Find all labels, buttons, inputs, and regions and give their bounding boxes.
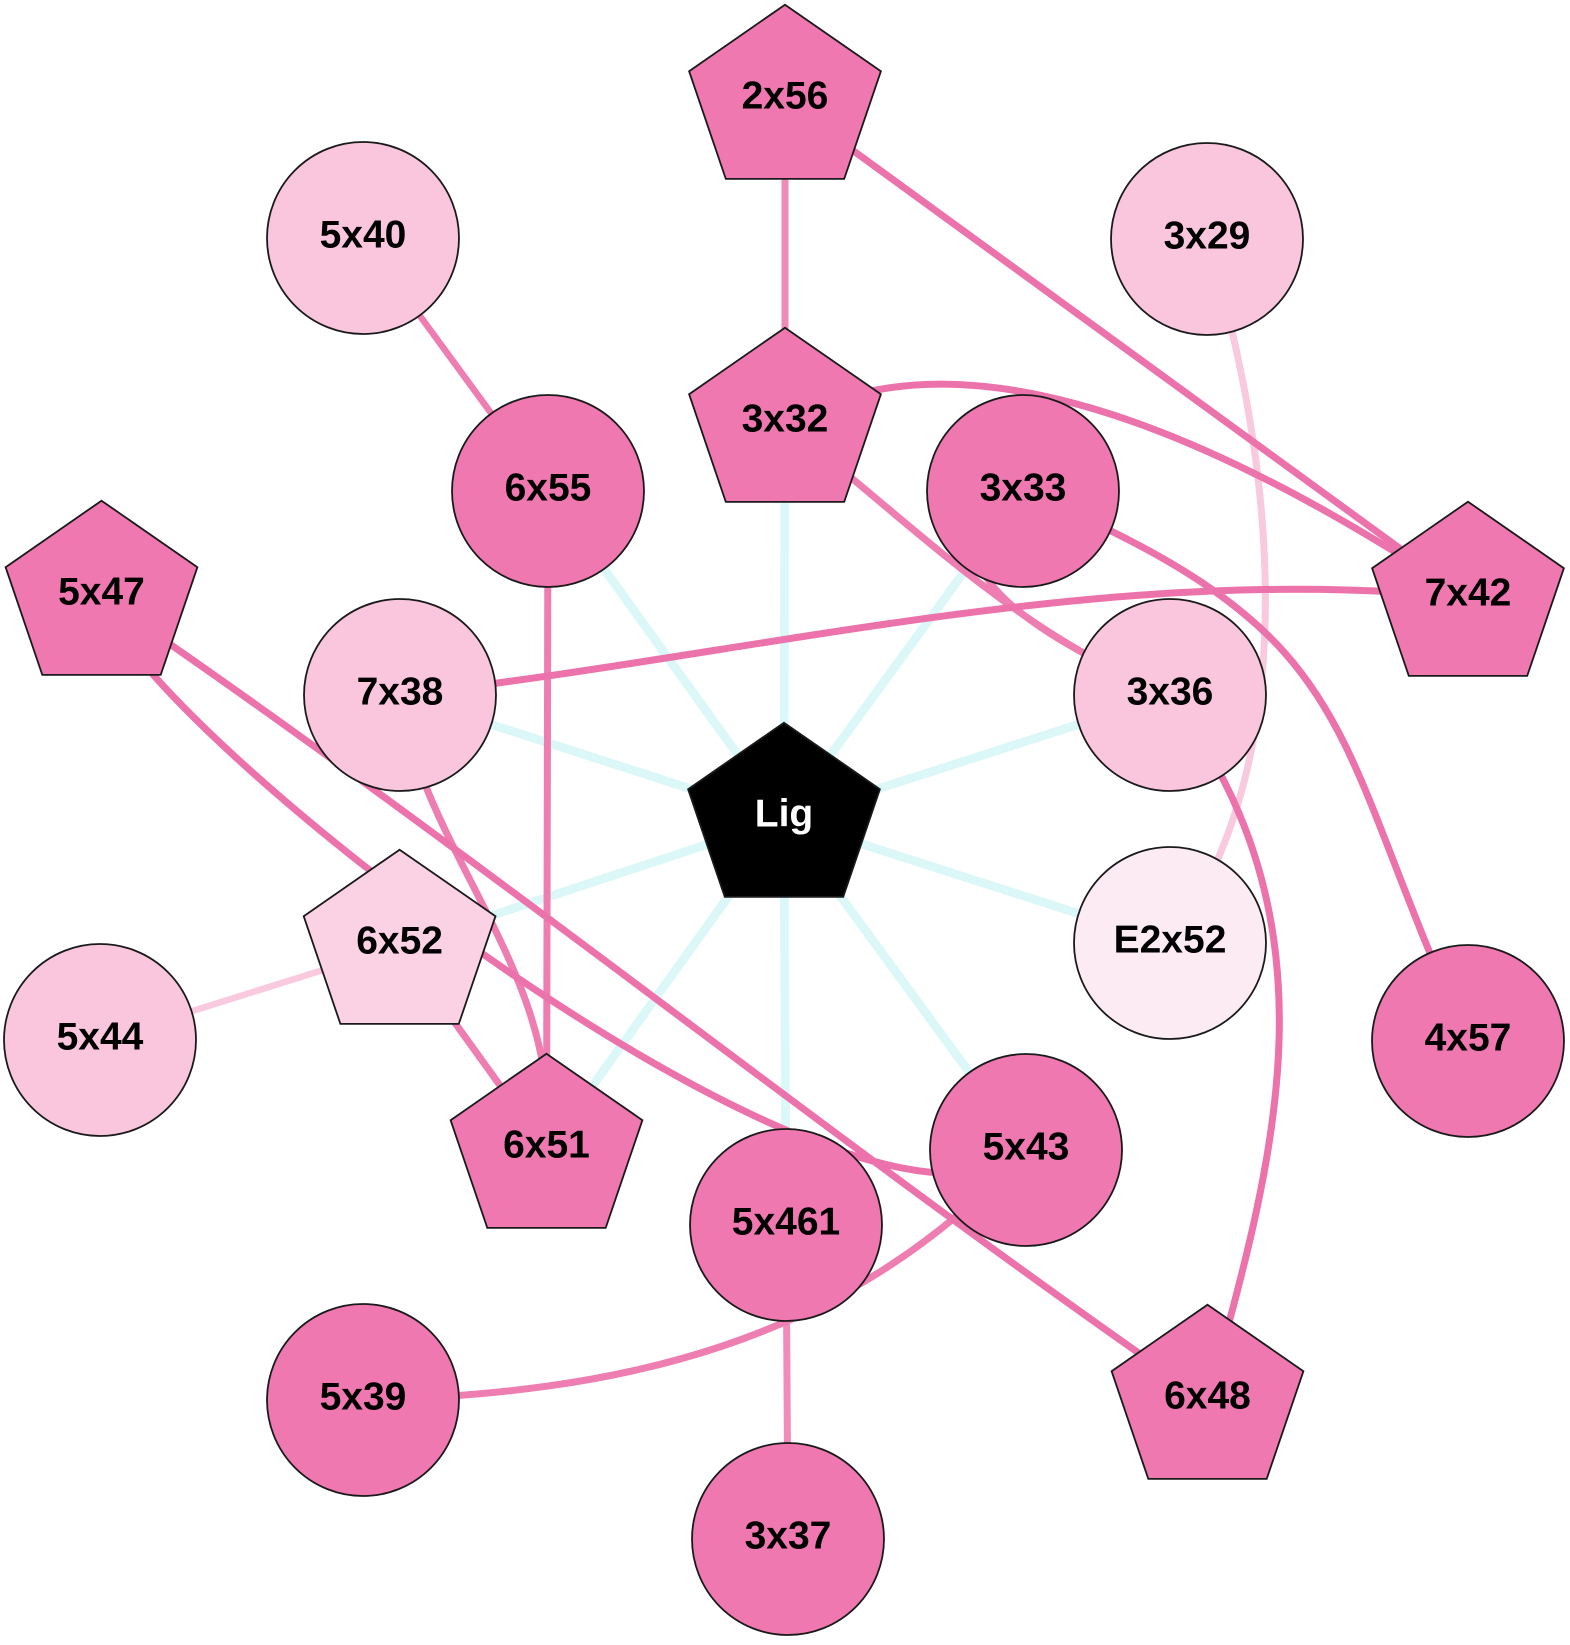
svg-text:3x32: 3x32 (742, 398, 829, 441)
svg-text:3x29: 3x29 (1164, 215, 1251, 258)
svg-text:2x56: 2x56 (742, 75, 829, 118)
svg-text:7x38: 7x38 (357, 671, 444, 714)
svg-text:4x57: 4x57 (1425, 1017, 1512, 1060)
svg-text:6x52: 6x52 (356, 920, 443, 963)
svg-text:5x44: 5x44 (57, 1016, 144, 1059)
svg-text:3x37: 3x37 (745, 1515, 832, 1558)
svg-text:5x43: 5x43 (983, 1126, 1070, 1169)
svg-text:6x55: 6x55 (505, 467, 592, 510)
svg-text:5x40: 5x40 (320, 214, 407, 257)
svg-text:7x42: 7x42 (1425, 572, 1512, 615)
svg-text:6x48: 6x48 (1164, 1375, 1251, 1418)
svg-text:5x461: 5x461 (732, 1201, 840, 1244)
svg-text:3x36: 3x36 (1127, 671, 1214, 714)
svg-text:Lig: Lig (755, 793, 813, 836)
svg-text:E2x52: E2x52 (1114, 919, 1227, 962)
svg-text:3x33: 3x33 (980, 467, 1067, 510)
svg-text:5x47: 5x47 (58, 571, 145, 614)
svg-text:6x51: 6x51 (503, 1124, 590, 1167)
svg-text:5x39: 5x39 (320, 1376, 407, 1419)
